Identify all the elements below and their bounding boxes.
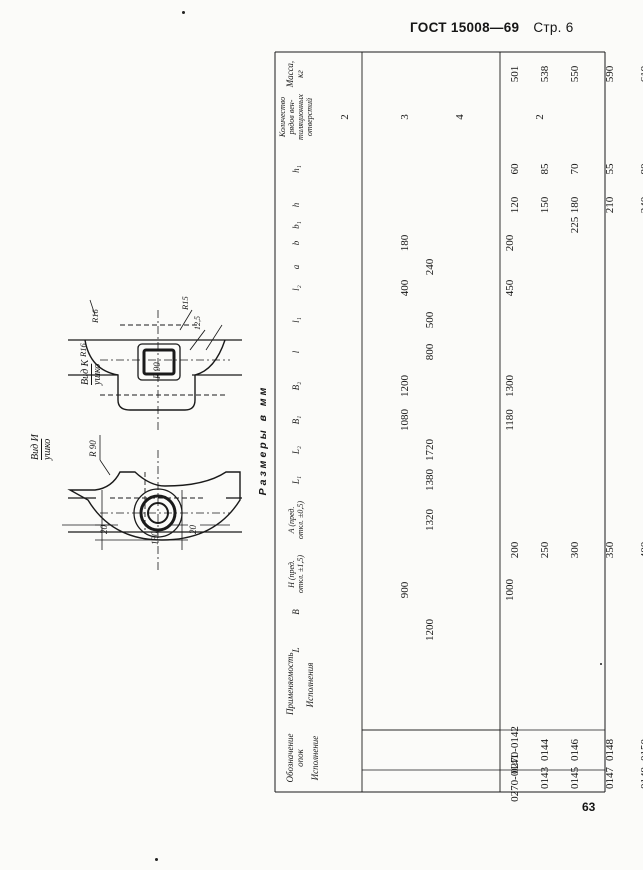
speck-mark [600,663,602,665]
cell-mass: 501 [509,65,521,83]
merged-B-2: 1000 [504,579,516,601]
cell-H: 300 [569,541,581,559]
merged-l1: 500 [424,311,436,329]
col-holes: Количество рядов вен-тиляционных отверст… [278,94,314,140]
cell-h: 120 [509,196,521,214]
speck-mark [182,11,185,14]
cell-h1: 85 [539,163,551,175]
cell-h1: 55 [604,163,616,175]
merged-holes-2: 3 [399,114,411,120]
view-k [68,310,242,430]
col-A: A (пред. откл. ±0,5) [287,500,305,540]
cell-c2: 0148 [604,739,616,761]
cell-h: 150 [539,196,551,214]
col-h1: h₁ [291,165,301,173]
r15-label: R15 [180,296,190,311]
cell-h: 180 [569,196,581,214]
col-H: H (пред. откл. ±1,5) [287,554,305,594]
col-applicability: Применяемость [285,652,295,716]
cell-c2: 0270-0142 [509,726,521,774]
roughness-mark: 12,5 [193,316,202,330]
r16-label-a: R16 [78,343,88,358]
merged-L1: 1380 [424,469,436,491]
cell-mass: 619 [639,65,643,83]
cell-mass: 590 [604,65,616,83]
merged-l: 800 [424,343,436,361]
merged-holes-3: 4 [454,114,466,120]
col-designation: Обозначение опок [285,733,305,783]
merged-L2: 1720 [424,439,436,461]
col-l2: l₂ [291,285,301,291]
merged-L: 1200 [424,619,436,641]
col-l1: l₁ [291,317,301,323]
col-b: b [291,240,301,246]
merged-B1-2: 1180 [504,409,516,431]
cell-c1: 0149 [639,767,643,789]
merged-A: 1320 [424,509,436,531]
cell-H: 250 [539,541,551,559]
col-b1: b₁ [291,221,301,229]
page-header: ГОСТ 15008—69 Стр. 6 [410,20,574,35]
col-l: l [291,350,301,354]
cell-h: 210 [604,196,616,214]
dim-20-right: 20 [188,525,198,535]
cell-H: 200 [509,541,521,559]
cell-mass: 550 [569,65,581,83]
cell-h1: 70 [569,163,581,175]
merged-B2-1: 1200 [399,375,411,397]
col-a: a [291,264,301,270]
merged-B2-2: 1300 [504,375,516,397]
merged-B-1: 900 [399,581,411,599]
col-B: B [291,609,301,615]
merged-holes-1: 2 [339,114,351,120]
merged-holes-4: 2 [534,114,546,120]
standard-number: ГОСТ 15008—69 [410,20,520,35]
speck-mark [155,858,158,861]
cell-c1: 0145 [569,767,581,789]
cell-c2: 0144 [539,739,551,761]
merged-l2-2: 450 [504,279,516,297]
merged-B1-1: 1080 [399,409,411,431]
col-h: h [291,202,301,208]
col-B1: B₁ [291,415,301,425]
r90-label-k: R 90 [152,362,162,380]
merged-a: 240 [424,258,436,276]
r90-label-i: R 90 [88,440,98,458]
cell-c1: 0147 [604,767,616,789]
col-execution: Исполнение [310,735,320,781]
cell-c1: 0143 [539,767,551,789]
cell-H: 350 [604,541,616,559]
cell-h1: 60 [509,163,521,175]
merged-b-1: 180 [399,234,411,252]
col-L1: L₁ [291,475,301,485]
dim-130: 130 [150,531,160,545]
cell-H: 400 [639,541,643,559]
merged-l2-1: 400 [399,279,411,297]
cell-c2: 0146 [569,739,581,761]
r16-label-b: R16 [90,309,100,324]
cell-h1: 80 [639,163,643,175]
col-executions: Исполнения [305,662,315,708]
col-B2: B₂ [291,381,301,391]
dim-20-left: 20 [99,525,109,535]
cell-mass: 538 [539,65,551,83]
cell-b1: 225 [569,216,581,234]
cell-h: 240 [639,196,643,214]
page-label: Стр. 6 [533,20,574,35]
dimension-lines [62,299,230,550]
page-number: 63 [582,800,596,814]
col-L2: L₂ [291,445,301,455]
col-mass: Масса, кг [285,60,305,88]
cell-c2: 0150 [639,739,643,761]
view-i [67,450,242,570]
merged-b-2: 200 [504,234,516,252]
